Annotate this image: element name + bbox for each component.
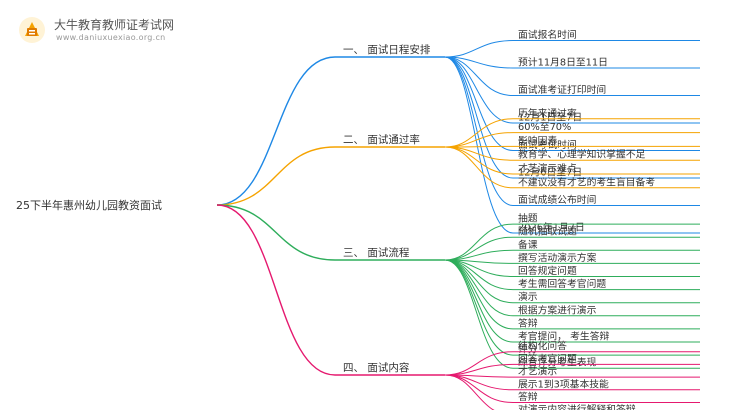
leaf-connector xyxy=(444,374,514,403)
leaf-label: 根据方案进行演示 xyxy=(518,303,597,316)
leaf-label: 面试准考证打印时间 xyxy=(518,83,606,96)
watermark: 大牛教育教师证考试网 www.daniuxuexiao.org.cn xyxy=(18,14,218,48)
leaf-label: 综合评分考生表现 xyxy=(518,356,597,369)
leaf-connector xyxy=(444,40,514,58)
leaf-label: 60%至70% xyxy=(518,121,571,133)
branch-3-connector xyxy=(216,204,336,261)
leaf-label: 12月1日至7日 xyxy=(518,112,582,124)
watermark-url: www.daniuxuexiao.org.cn xyxy=(56,33,166,42)
leaf-label: 面试报名时间 xyxy=(518,28,577,41)
leaf-label: 影响因素 xyxy=(518,134,557,147)
leaf-label: 面试成绩公布时间 xyxy=(518,193,596,206)
leaf-connector xyxy=(444,259,514,356)
leaf-label: 对演示内容进行解释和答辩 xyxy=(518,403,636,410)
leaf-connector xyxy=(444,145,514,148)
leaf-label: 展示1到3项基本技能 xyxy=(518,377,609,390)
leaf-connector xyxy=(444,56,514,206)
leaf-label: 回答规定问题 xyxy=(518,264,577,277)
leaf-label: 回答考官问题 xyxy=(518,352,577,365)
branch-2-label: 二、 面试通过率 xyxy=(343,133,420,146)
leaf-label: 撰写活动演示方案 xyxy=(518,251,597,264)
leaf-label: 抽题 xyxy=(518,212,538,225)
leaf-label: 结构化问答 xyxy=(518,339,567,352)
watermark-name: 大牛教育教师证考试网 xyxy=(54,18,175,32)
leaf-label: 考官提问， 考生答辩 xyxy=(518,330,609,343)
leaf-connector xyxy=(444,374,495,410)
root-node: 25下半年惠州幼儿园教资面试 xyxy=(16,198,162,212)
branch-3-label: 三、 面试流程 xyxy=(343,246,410,259)
leaf-connector xyxy=(444,259,514,317)
leaf-label: 答辩 xyxy=(518,390,538,403)
branch-1-connector xyxy=(216,56,336,206)
leaf-connector xyxy=(444,56,514,124)
leaf-connector xyxy=(444,146,514,189)
leaf-label: 历年来通过率 xyxy=(518,106,577,119)
branch-4-connector xyxy=(216,204,336,376)
leaf-connector xyxy=(444,259,514,304)
branch-2-connector xyxy=(216,146,336,206)
leaf-label: 才艺演示 xyxy=(518,365,557,378)
leaf-label: 考生需回答考官问题 xyxy=(518,277,606,290)
leaf-connector xyxy=(444,56,514,234)
leaf-connector xyxy=(444,259,514,369)
leaf-connector xyxy=(444,56,514,151)
book-logo-icon xyxy=(19,17,45,43)
leaf-label: 备课 xyxy=(518,238,538,251)
leaf-connector xyxy=(444,363,514,376)
leaf-label: 不建议没有才艺的考生盲目备考 xyxy=(518,175,655,188)
leaf-connector xyxy=(444,56,514,96)
leaf-label: 演示 xyxy=(518,290,538,303)
leaf-connector xyxy=(444,56,514,69)
leaf-label: 12月6日至7日 xyxy=(518,167,582,179)
branch-4-label: 四、 面试内容 xyxy=(343,361,410,374)
leaf-label: 面试考试时间 xyxy=(518,138,577,151)
leaf-connector xyxy=(444,351,514,376)
leaf-label: 随机抽取试题 xyxy=(518,225,577,238)
leaf-label: 教育学、心理学知识掌握不足 xyxy=(518,148,646,161)
leaf-label: 预计11月8日至11日 xyxy=(518,56,608,69)
leaf-label: 评分 xyxy=(518,344,538,356)
branch-1-label: 一、 面试日程安排 xyxy=(343,43,431,56)
leaf-label: 答辩 xyxy=(518,316,538,329)
leaf-label: 才艺演示难点 xyxy=(518,162,577,175)
